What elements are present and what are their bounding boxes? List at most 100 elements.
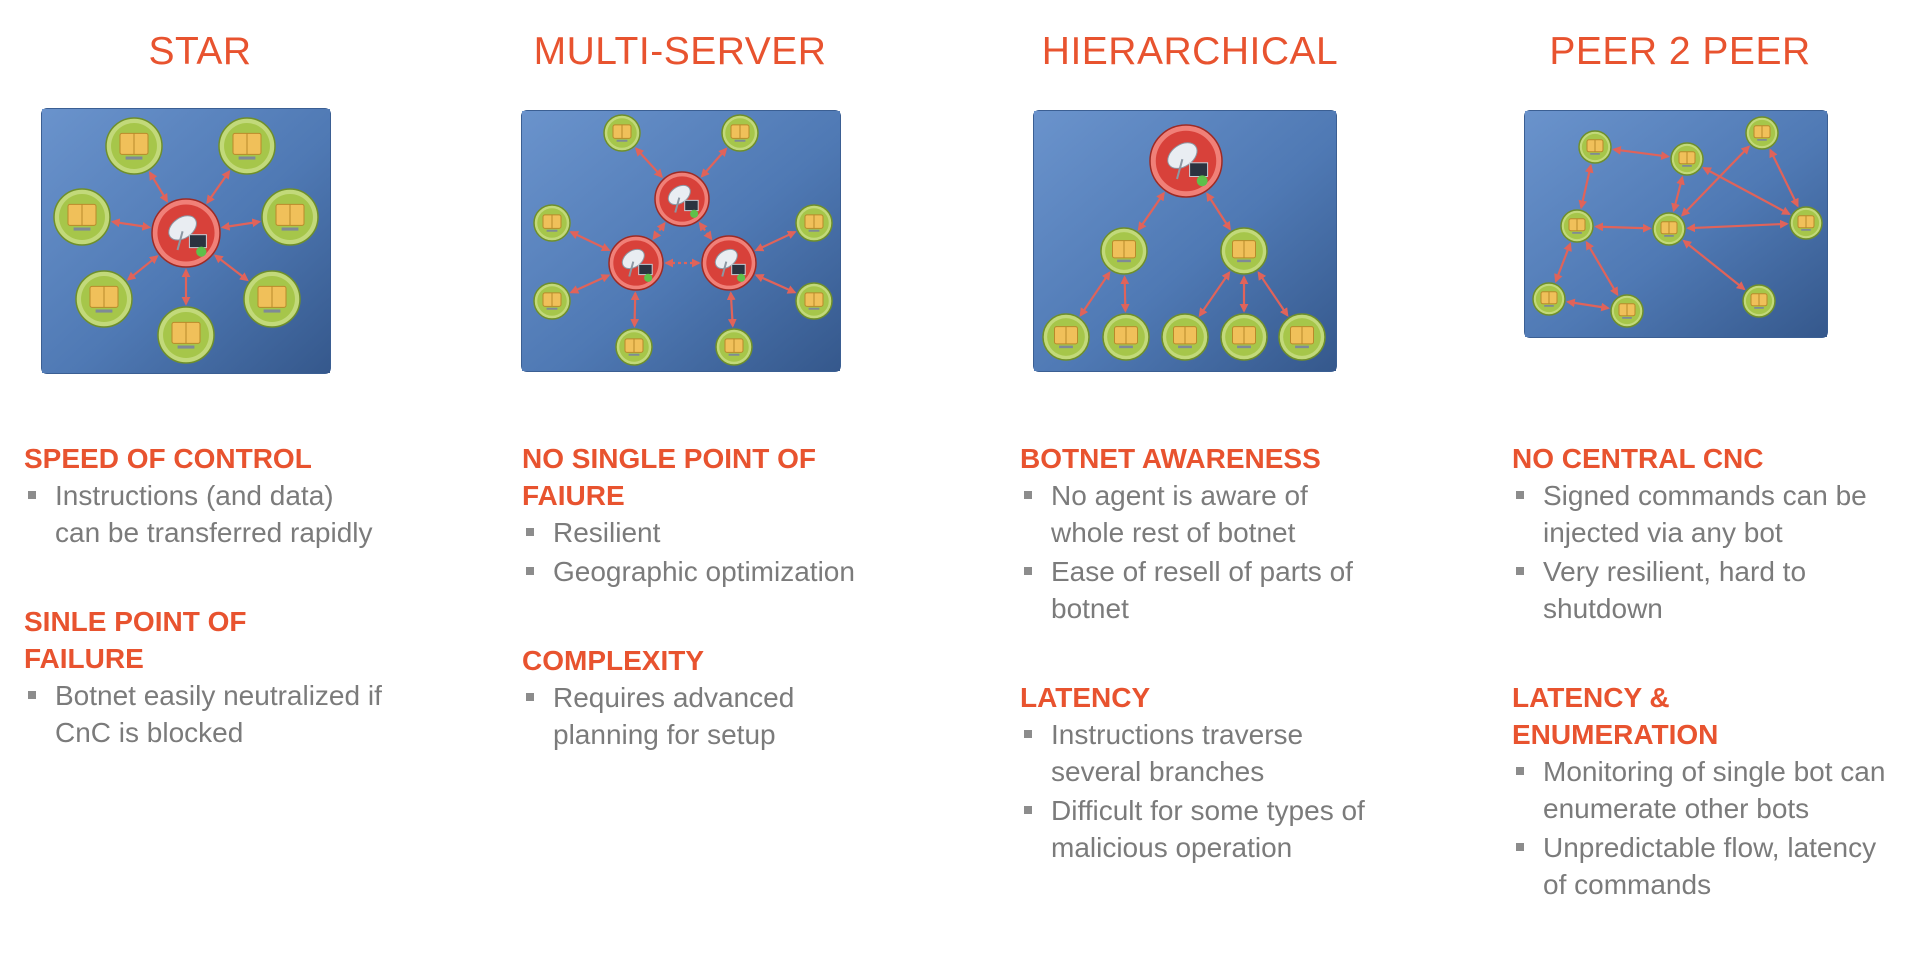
bullet-list: Instructions (and data) can be transferr… [24,477,404,551]
hierarchical-topology-diagram [1033,110,1337,372]
bullet-item: Resilient [522,514,902,551]
diagram-background [522,111,840,371]
package-bot-icon [1789,206,1823,240]
package-bot-icon [1652,212,1686,246]
bullet-list: Requires advanced planning for setup [522,679,902,753]
bullet-item: Difficult for some types of malicious op… [1020,792,1420,866]
package-bot-icon [243,270,301,328]
connection-arrow [148,171,168,203]
package-bot-icon [533,282,571,320]
package-bot-icon [1610,294,1644,328]
bullet-item: Requires advanced planning for setup [522,679,883,753]
section-no-single-point: NO SINGLE POINT OF FAIURE Resilient Geog… [522,440,902,590]
connection-arrow [754,230,797,252]
satellite-dish-server-icon [608,235,664,291]
bullet-list: Signed commands can be injected via any … [1512,477,1922,627]
multi-server-topology-diagram [521,110,841,372]
section-single-point-of-failure: SINLE POINT OF FAILURE Botnet easily neu… [24,603,404,751]
bullet-item: Very resilient, hard to shutdown [1512,553,1883,627]
connection-arrow [1585,240,1619,297]
package-bot-icon [75,270,133,328]
package-bot-icon [721,114,759,152]
connection-arrow [126,255,159,281]
star-topology-diagram [41,108,331,374]
connection-arrow [569,231,611,252]
bullet-list: Resilient Geographic optimization [522,514,902,590]
package-bot-icon [1220,227,1268,275]
connection-arrow [220,218,262,231]
satellite-dish-server-icon [1149,124,1223,198]
connection-arrow [1120,275,1130,313]
package-bot-icon [1670,142,1704,176]
connection-arrow [569,274,611,294]
bullet-item: Ease of resell of parts of botnet [1020,553,1420,627]
column-title: STAR [148,30,252,73]
section-heading: BOTNET AWARENESS [1020,443,1321,474]
connection-arrow [110,218,152,231]
bullet-list: Instructions traverse several branches D… [1020,716,1420,866]
connection-arrow [1257,271,1289,317]
connection-arrow [1206,192,1231,231]
package-bot-icon [715,328,753,366]
package-bot-icon [1532,282,1566,316]
bullet-item: Signed commands can be injected via any … [1512,477,1883,551]
connection-arrow [1686,219,1789,233]
package-bot-icon [218,117,276,175]
column-title: HIERARCHICAL [1041,30,1339,73]
connection-arrow [1079,271,1111,317]
hierarchical-text: BOTNET AWARENESS No agent is aware of wh… [1020,440,1420,918]
section-heading: NO SINGLE POINT OF FAIURE [522,443,817,511]
package-bot-icon [105,117,163,175]
satellite-dish-server-icon [654,171,710,227]
section-no-central-cnc: NO CENTRAL CNC Signed commands can be in… [1512,440,1922,627]
connection-arrow [726,291,737,328]
star-diagram-svg [42,109,330,373]
connection-arrow [630,291,640,328]
section-heading: COMPLEXITY [522,645,705,676]
connection-arrow [1137,191,1165,232]
section-heading: LATENCY & ENUMERATION [1512,682,1719,750]
package-bot-icon [1100,227,1148,275]
section-heading: SINLE POINT OF FAILURE [24,606,247,674]
peer-2-peer-text: NO CENTRAL CNC Signed commands can be in… [1512,440,1922,955]
column-title: PEER 2 PEER [1549,30,1811,73]
peer-2-peer-diagram-svg [1525,111,1827,337]
package-bot-icon [1745,116,1779,150]
satellite-dish-server-icon [151,198,221,268]
package-bot-icon [1220,313,1268,361]
section-heading: LATENCY [1020,682,1151,713]
connection-arrow [1554,242,1572,283]
package-bot-icon [795,282,833,320]
package-bot-icon [1560,209,1594,243]
package-bot-icon [1042,313,1090,361]
section-speed-of-control: SPEED OF CONTROL Instructions (and data)… [24,440,404,551]
package-bot-icon [1102,313,1150,361]
satellite-dish-server-icon [701,235,757,291]
bullet-item: Monitoring of single bot can enumerate o… [1512,753,1922,827]
connection-arrow [754,274,797,294]
package-bot-icon [1161,313,1209,361]
package-bot-icon [1742,284,1776,318]
connection-arrow [206,169,231,205]
bullet-item: Instructions traverse several branches [1020,716,1381,790]
package-bot-icon [1278,313,1326,361]
section-complexity: COMPLEXITY Requires advanced planning fo… [522,642,902,753]
peer-2-peer-topology-diagram [1524,110,1828,338]
package-bot-icon [157,306,215,364]
package-bot-icon [615,328,653,366]
connection-arrow [634,147,664,179]
section-latency-enumeration: LATENCY & ENUMERATION Monitoring of sing… [1512,679,1922,903]
connection-arrow [213,254,249,282]
star-text: SPEED OF CONTROL Instructions (and data)… [24,440,404,803]
package-bot-icon [261,188,319,246]
bullet-item: No agent is aware of whole rest of botne… [1020,477,1381,551]
multi-server-text: NO SINGLE POINT OF FAIURE Resilient Geog… [522,440,902,805]
connection-arrow [1578,163,1594,210]
bullet-item: Instructions (and data) can be transferr… [24,477,385,551]
connection-arrow [1682,239,1746,291]
connection-arrow [700,147,728,178]
package-bot-icon [795,204,833,242]
package-bot-icon [53,188,111,246]
connection-arrow [1671,175,1685,213]
section-botnet-awareness: BOTNET AWARENESS No agent is aware of wh… [1020,440,1420,627]
